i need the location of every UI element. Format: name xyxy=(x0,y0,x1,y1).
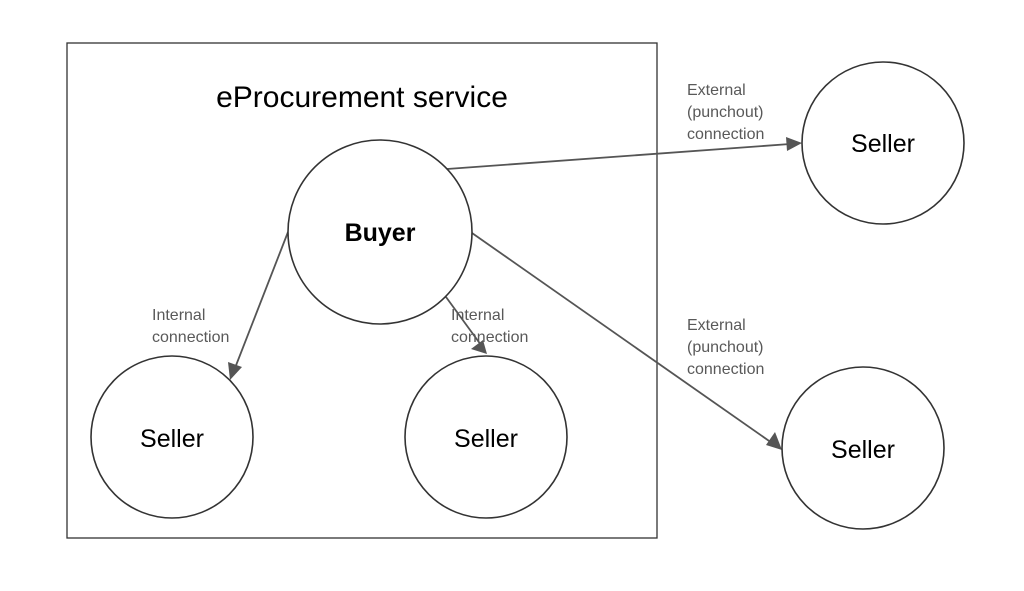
seller-node-circle xyxy=(90,355,254,519)
edge-internal-left xyxy=(228,231,289,380)
seller-node-circle xyxy=(781,366,945,530)
edge-label-line: connection xyxy=(152,329,229,346)
seller-node-circle xyxy=(801,61,965,225)
edge-label-internal-right: Internal connection xyxy=(451,307,528,346)
seller-node-circle xyxy=(404,355,568,519)
buyer-node: Buyer xyxy=(287,139,473,325)
seller-node-external-top: Seller xyxy=(801,61,965,225)
seller-node-label: Seller xyxy=(831,436,895,464)
edge-external-top-arrowhead xyxy=(786,137,802,151)
edge-label-external-top: External (punchout) connection xyxy=(687,82,768,143)
edge-label-line: Internal xyxy=(451,307,504,324)
edge-label-line: External xyxy=(687,317,746,334)
seller-node-internal-left: Seller xyxy=(90,355,254,519)
edge-label-line: connection xyxy=(451,329,528,346)
seller-node-label: Seller xyxy=(851,130,915,158)
edge-external-bottom xyxy=(471,232,782,450)
seller-node-label: Seller xyxy=(140,425,204,453)
seller-node-internal-right: Seller xyxy=(404,355,568,519)
edge-label-line: connection xyxy=(687,126,764,143)
edge-external-bottom-line xyxy=(471,232,773,444)
edge-label-line: External xyxy=(687,82,746,99)
seller-node-external-bottom: Seller xyxy=(781,366,945,530)
edge-label-line: (punchout) xyxy=(687,339,764,356)
edge-label-line: (punchout) xyxy=(687,104,764,121)
edge-internal-right-arrowhead xyxy=(471,340,487,354)
edge-label-internal-left: Internal connection xyxy=(152,307,229,346)
edge-label-line: connection xyxy=(687,361,764,378)
edge-external-bottom-arrowhead xyxy=(766,432,782,450)
buyer-node-label: Buyer xyxy=(345,219,416,247)
edge-internal-right xyxy=(445,296,487,354)
edge-internal-left-arrowhead xyxy=(228,362,242,380)
buyer-node-circle xyxy=(287,139,473,325)
edge-external-top xyxy=(446,137,802,170)
edge-external-top-line xyxy=(446,143,791,170)
edge-label-line: Internal xyxy=(152,307,205,324)
edge-internal-right-line xyxy=(445,296,482,346)
eprocurement-service-box xyxy=(66,42,658,539)
service-title: eProcurement service xyxy=(216,81,508,114)
edge-internal-left-line xyxy=(234,231,289,369)
edge-label-external-bottom: External (punchout) connection xyxy=(687,317,768,378)
seller-node-label: Seller xyxy=(454,425,518,453)
